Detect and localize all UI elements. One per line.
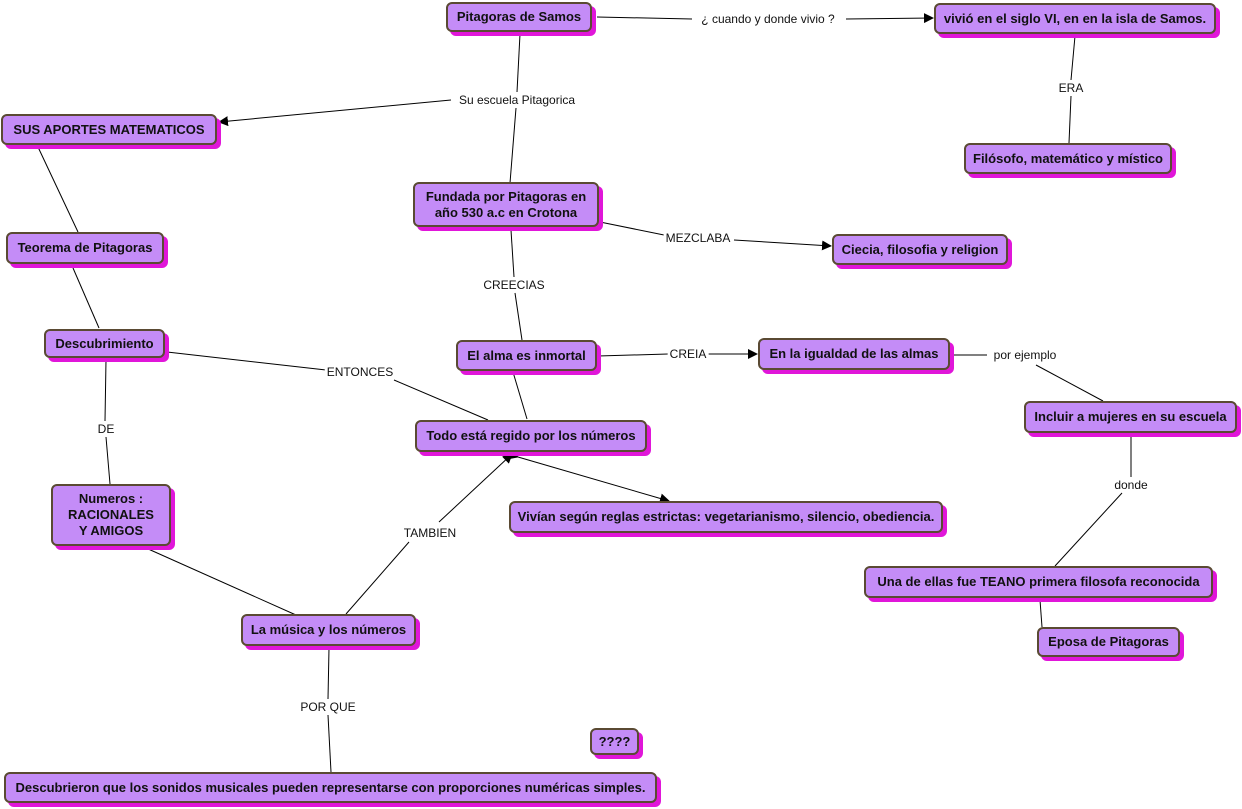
label-entonces: ENTONCES	[324, 365, 396, 379]
node-fundada[interactable]: Fundada por Pitagoras en año 530 a.c en …	[413, 182, 599, 227]
node-todo[interactable]: Todo está regido por los números	[415, 420, 647, 452]
label-porque: POR QUE	[298, 700, 358, 714]
edge-musica-porque	[327, 647, 330, 700]
edge-de-numeros	[105, 436, 111, 485]
label-de: DE	[95, 422, 117, 436]
node-mujeres[interactable]: Incluir a mujeres en su escuela	[1024, 401, 1237, 433]
edge-donde-teano	[1054, 492, 1123, 567]
node-numeros[interactable]: Numeros : RACIONALES Y AMIGOS	[51, 484, 171, 546]
label-creia: CREIA	[667, 347, 709, 361]
edge-entonces-todo	[393, 379, 489, 421]
edge-fundada-creecias	[510, 229, 515, 278]
label-era: ERA	[1056, 81, 1086, 95]
node-alma[interactable]: El alma es inmortal	[456, 340, 597, 371]
node-sonidos[interactable]: Descubrieron que los sonidos musicales p…	[4, 772, 657, 803]
label-donde: donde	[1112, 478, 1150, 492]
edge-era-filosofo	[1068, 95, 1072, 144]
edge-descubrimiento-de	[104, 359, 107, 422]
edge-porque-sonidos	[327, 714, 332, 773]
node-teorema[interactable]: Teorema de Pitagoras	[6, 232, 164, 264]
edge-pitagoras-escuela	[516, 33, 521, 93]
edge-escuela-aportes	[218, 99, 452, 127]
edge-escuela-fundada	[509, 107, 517, 184]
node-igualdad[interactable]: En la igualdad de las almas	[758, 338, 950, 370]
node-ciencia[interactable]: Ciecia, filosofia y religion	[832, 234, 1008, 265]
edge-pitagoras-vivio-a	[596, 16, 693, 20]
edge-alma-creia	[597, 353, 669, 357]
edge-alma-todo	[512, 371, 528, 420]
edge-descubrimiento-entonces	[166, 351, 327, 371]
edge-teorema-descubrimiento	[72, 267, 100, 329]
edge-creecias-alma	[514, 292, 523, 341]
edge-fundada-mezclaba	[599, 221, 665, 236]
edge-teano-esposa	[1039, 599, 1043, 628]
edge-pitagoras-vivio-b	[845, 13, 934, 24]
label-creecias: CREECIAS	[481, 278, 547, 292]
edge-numeros-musica	[145, 547, 297, 616]
edge-tambien-todo	[438, 453, 513, 523]
node-musica[interactable]: La música y los números	[241, 614, 416, 646]
label-mezclaba: MEZCLABA	[663, 231, 733, 245]
edge-musica-tambien	[345, 541, 410, 615]
node-vivian[interactable]: Vivían según reglas estrictas: vegetaria…	[509, 501, 943, 533]
edge-aportes-teorema	[37, 146, 79, 233]
label-cuando: ¿ cuando y donde vivio ?	[699, 12, 837, 26]
node-aportes[interactable]: SUS APORTES MATEMATICOS	[1, 114, 217, 145]
edge-mezclaba-ciencia	[733, 239, 832, 251]
node-pitagoras[interactable]: Pitagoras de Samos	[446, 2, 592, 32]
node-interrogacion[interactable]: ????	[590, 728, 639, 755]
label-tambien: TAMBIEN	[401, 526, 459, 540]
edge-vivio-era	[1070, 35, 1076, 81]
edge-ejemplo-mujeres	[1035, 364, 1104, 402]
node-vivio[interactable]: vivió en el siglo VI, en en la isla de S…	[934, 3, 1216, 34]
label-ejemplo: por ejemplo	[991, 348, 1059, 362]
edge-todo-vivian	[507, 449, 670, 504]
node-filosofo[interactable]: Filósofo, matemático y místico	[964, 143, 1172, 174]
node-esposa[interactable]: Eposa de Pitagoras	[1037, 627, 1180, 657]
label-escuela: Su escuela Pitagorica	[456, 93, 578, 107]
node-descubrimiento[interactable]: Descubrimiento	[44, 329, 165, 358]
node-teano[interactable]: Una de ellas fue TEANO primera filosofa …	[864, 566, 1213, 598]
